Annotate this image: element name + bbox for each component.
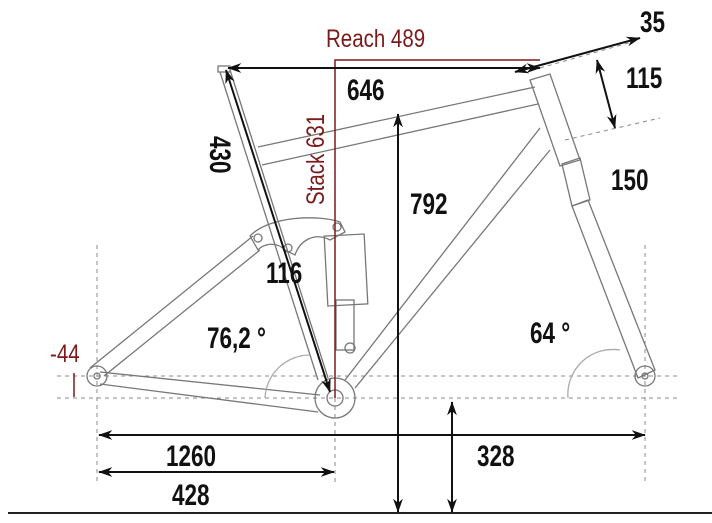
top-tube-label: 646 (347, 73, 385, 107)
head-angle-length-label: 35 (640, 5, 665, 39)
head-tube-label: 115 (626, 61, 662, 95)
head-angle-label: 64 ° (530, 316, 570, 350)
bb-height-label: 328 (477, 439, 515, 473)
reach-label: Reach 489 (326, 24, 425, 52)
seat-angle-label: 76,2 ° (207, 321, 266, 355)
standover-label: 792 (410, 187, 448, 221)
chainstay-label: 428 (172, 478, 210, 512)
bb-drop-label: -44 (50, 339, 80, 367)
reference-lines (57, 41, 680, 482)
dimension-arrows (98, 36, 646, 513)
bike-frame (86, 65, 656, 419)
seat-tube-label: 430 (203, 136, 237, 174)
fork-travel-label: 150 (611, 163, 649, 197)
reach-stack-lines (334, 59, 540, 398)
stack-label: Stack 631 (301, 114, 329, 205)
wheelbase-label: 1260 (166, 439, 216, 473)
rear-travel-label: 116 (266, 256, 302, 290)
